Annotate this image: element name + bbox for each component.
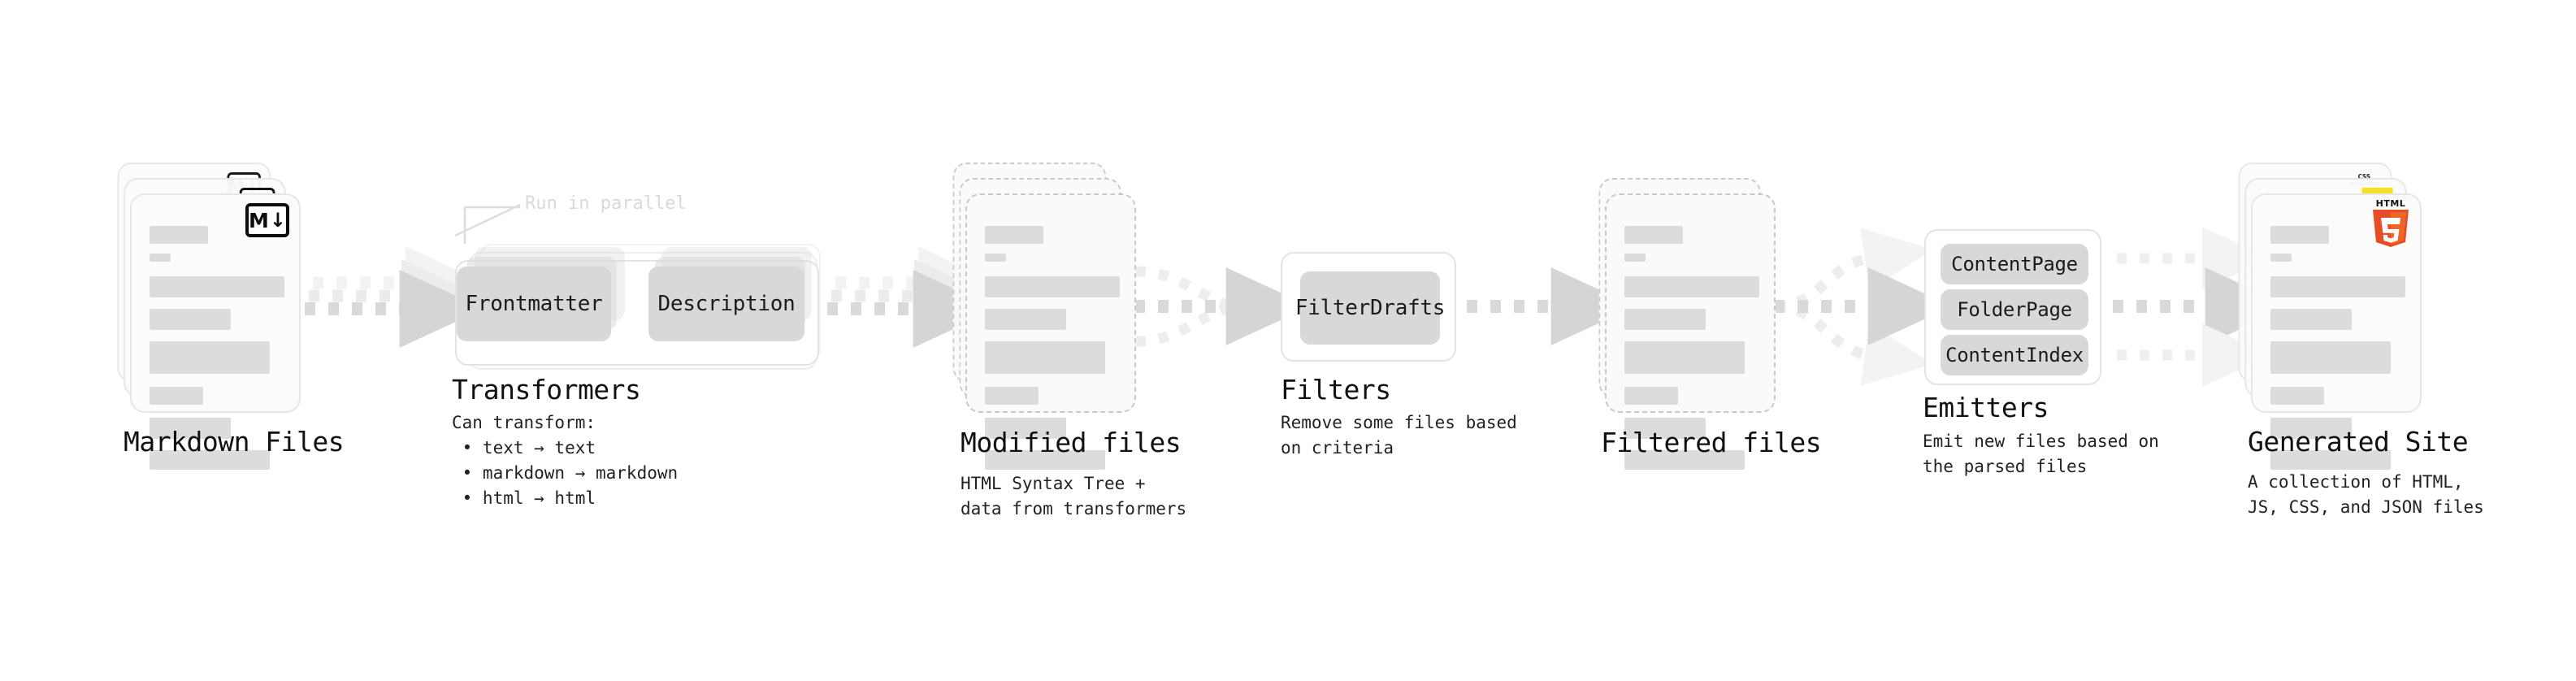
site-doc-stack[interactable]: CSS HTML [2238,163,2422,470]
stage-markdown-files: M↓ M↓ M↓ [117,163,301,470]
skeleton-bar [2270,309,2352,330]
markdown-badge-letter: M [249,208,269,232]
skeleton-bar [150,418,231,439]
skeleton-bar [150,450,270,470]
markdown-doc-skeleton [132,195,299,470]
title-filtered-files: Filtered files [1601,427,1822,458]
html5-label: HTML [2375,198,2406,209]
skeleton-bar [150,341,270,374]
skeleton-bar [985,254,1006,262]
arrow-emitters-to-site [2113,227,2290,387]
skeleton-bar [1624,418,1706,439]
skeleton-bar [985,309,1066,330]
title-transformers: Transformers [452,374,641,406]
run-in-parallel-leader [454,203,521,244]
site-doc-front[interactable]: HTML [2251,193,2422,470]
arrow-modified-to-filters [1134,266,1311,347]
caption-filters: Remove some files based on criteria [1281,413,1517,458]
modified-doc-front[interactable] [965,193,1136,470]
title-emitters: Emitters [1923,392,2049,423]
stage-filtered-files [1598,178,1776,470]
skeleton-bar [985,450,1105,470]
chip-contentpage[interactable]: ContentPage [1941,244,2088,284]
caption-transformers: Can transform: • text → text • markdown … [452,413,679,508]
skeleton-bar [150,226,208,244]
skeleton-bar [150,387,203,405]
arrow-markdown-to-transformers [305,246,485,348]
skeleton-bar [2270,254,2292,262]
skeleton-bar [2270,341,2391,374]
html5-logo-icon: HTML [2370,198,2412,249]
skeleton-bar [1624,276,1759,297]
skeleton-bar [150,309,231,330]
caption-generated-site: A collection of HTML, JS, CSS, and JSON … [2248,472,2484,517]
caption-modified-files: HTML Syntax Tree + data from transformer… [961,474,1187,518]
skeleton-bar [150,276,284,297]
chip-filterdrafts[interactable]: FilterDrafts [1295,271,1445,345]
stage-modified-files [952,163,1136,470]
skeleton-bar [2270,450,2391,470]
skeleton-bar [150,254,171,262]
skeleton-bar [1624,309,1706,330]
emitters-card[interactable]: ContentPage FolderPage ContentIndex [1924,229,2101,385]
title-modified-files: Modified files [961,427,1182,458]
arrow-transformers-to-modified [827,246,998,348]
skeleton-bar [2270,276,2405,297]
chip-folderpage[interactable]: FolderPage [1941,289,2088,330]
skeleton-bar [985,341,1105,374]
title-markdown-files: Markdown Files [124,426,345,458]
caption-emitters: Emit new files based on the parsed files [1923,432,2159,476]
markdown-doc-stack[interactable]: M↓ M↓ M↓ [117,163,301,470]
run-in-parallel-label: Run in parallel [525,193,687,214]
chip-frontmatter[interactable]: Frontmatter [457,267,611,341]
transformer-card-front[interactable]: Frontmatter Description [455,247,819,366]
stage-generated-site: CSS HTML [2238,163,2422,470]
skeleton-bar [2270,418,2352,439]
skeleton-bar [2270,387,2324,405]
arrow-filtered-to-emitters [1774,228,1953,386]
markdown-badge-icon: M↓ [245,203,289,237]
skeleton-bar [1624,341,1745,374]
filtered-doc-front[interactable] [1605,193,1776,470]
markdown-doc-front[interactable]: M↓ [130,193,301,470]
skeleton-bar [1624,254,1646,262]
title-filters: Filters [1281,374,1391,406]
chip-description[interactable]: Description [648,267,804,341]
chip-contentindex[interactable]: ContentIndex [1941,335,2088,375]
title-generated-site: Generated Site [2248,426,2469,458]
skeleton-bar [2270,226,2329,244]
filters-card[interactable]: FilterDrafts [1281,252,1456,362]
markdown-badge-arrow: ↓ [269,209,286,232]
skeleton-bar [985,226,1043,244]
skeleton-bar [985,276,1120,297]
site-doc-skeleton [2253,195,2420,470]
skeleton-bar [985,387,1039,405]
modified-doc-skeleton [967,195,1134,470]
skeleton-bar [1624,387,1678,405]
skeleton-bar [1624,450,1745,470]
skeleton-bar [1624,226,1683,244]
skeleton-bar [985,418,1066,439]
modified-doc-stack[interactable] [952,163,1136,470]
filtered-doc-skeleton [1607,195,1774,470]
filtered-doc-stack[interactable] [1598,178,1776,470]
